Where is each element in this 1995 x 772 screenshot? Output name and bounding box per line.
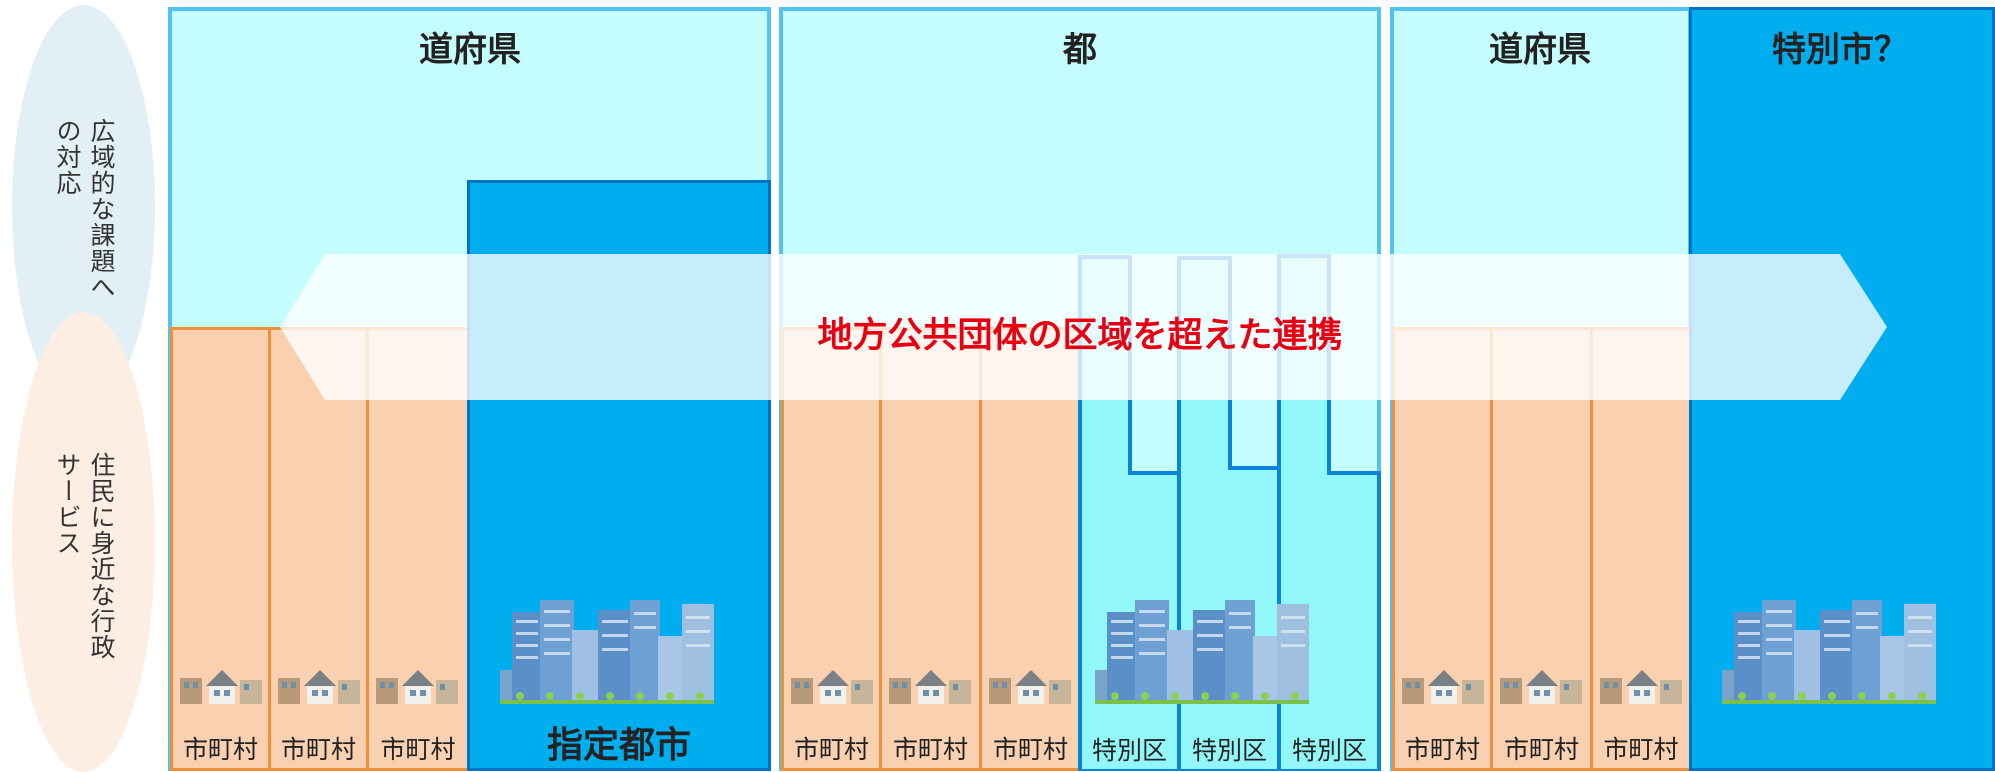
right-prefecture-title: 道府県 [1489, 30, 1591, 70]
municipality-label: 市町村 [992, 735, 1068, 764]
municipality-label: 市町村 [1503, 735, 1579, 764]
municipality-label: 市町村 [380, 735, 456, 764]
special-ward-label-2: 特別区 [1191, 736, 1267, 765]
municipality-label: 市町村 [793, 735, 869, 764]
left-prefecture-title: 道府県 [419, 30, 521, 70]
municipality-label: 市町村 [280, 735, 356, 764]
municipality-label: 市町村 [1603, 735, 1679, 764]
resident-oval [12, 312, 155, 772]
designated-city-label: 指定都市 [546, 725, 691, 766]
resident-label: 住民に身近な行政サービス [53, 452, 116, 660]
special-ward-label-3: 特別区 [1291, 736, 1367, 765]
special-ward-label-1: 特別区 [1091, 736, 1167, 765]
wide-area-label: 広域的な課題への対応 [53, 118, 116, 300]
cooperation-arrow-text: 地方公共団体の区域を超えた連携 [817, 316, 1343, 356]
tokyo-title: 都 [1063, 30, 1097, 70]
municipality-label: 市町村 [1404, 735, 1480, 764]
municipality-label: 市町村 [892, 735, 968, 764]
municipality-label: 市町村 [182, 735, 258, 764]
special-city-title: 特別市？ [1772, 30, 1908, 70]
